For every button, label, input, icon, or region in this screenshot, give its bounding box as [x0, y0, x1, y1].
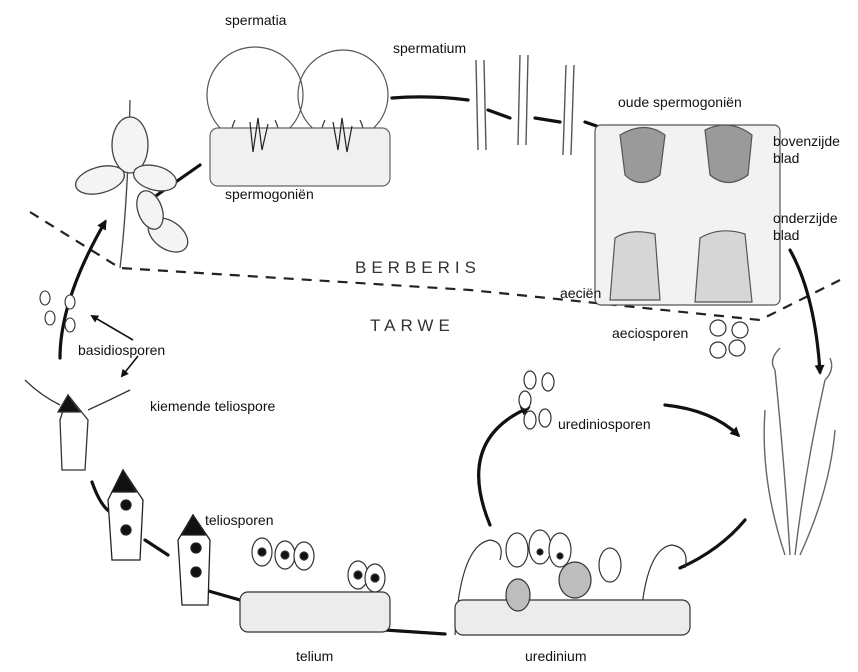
label-urediniosporen: urediniosporen [558, 416, 651, 432]
aecia-sketch [595, 125, 780, 305]
teliospore-sketch [108, 470, 210, 605]
label-oude-spermogonien: oude spermogoniën [618, 94, 742, 110]
urediniospores-sketch [519, 371, 554, 429]
spermogonia-sketch [207, 47, 390, 186]
label-onderzijde-blad: blad [773, 227, 799, 243]
label-spermatia: spermatia [225, 12, 286, 28]
telium-sketch [240, 538, 390, 632]
label-onderzijde: onderzijde [773, 210, 838, 226]
label-bovenzijde-blad: blad [773, 150, 799, 166]
label-spermatium: spermatium [393, 40, 466, 56]
germinating-teliospore-sketch [25, 380, 130, 470]
label-aeciosporen: aeciosporen [612, 325, 688, 341]
label-bovenzijde: bovenzijde [773, 133, 840, 149]
label-teliosporen: teliosporen [205, 512, 274, 528]
aeciospores-sketch [710, 320, 748, 358]
basidiospores-sketch [40, 291, 75, 332]
label-spermogonien: spermogoniën [225, 186, 314, 202]
barberry-leaf-sketch [72, 100, 194, 268]
uredinium-sketch [455, 530, 690, 635]
wheat-plant-sketch [764, 348, 835, 555]
spermatium-sketch [476, 55, 574, 155]
label-basidiosporen: basidiosporen [78, 342, 165, 358]
host-label-berberis: BERBERIS [355, 258, 481, 278]
label-kiemende-teliospore: kiemende teliospore [150, 398, 275, 414]
label-aecien: aeciën [560, 285, 601, 301]
label-uredinium: uredinium [525, 648, 586, 664]
label-telium: telium [296, 648, 333, 664]
host-label-tarwe: TARWE [370, 316, 455, 336]
